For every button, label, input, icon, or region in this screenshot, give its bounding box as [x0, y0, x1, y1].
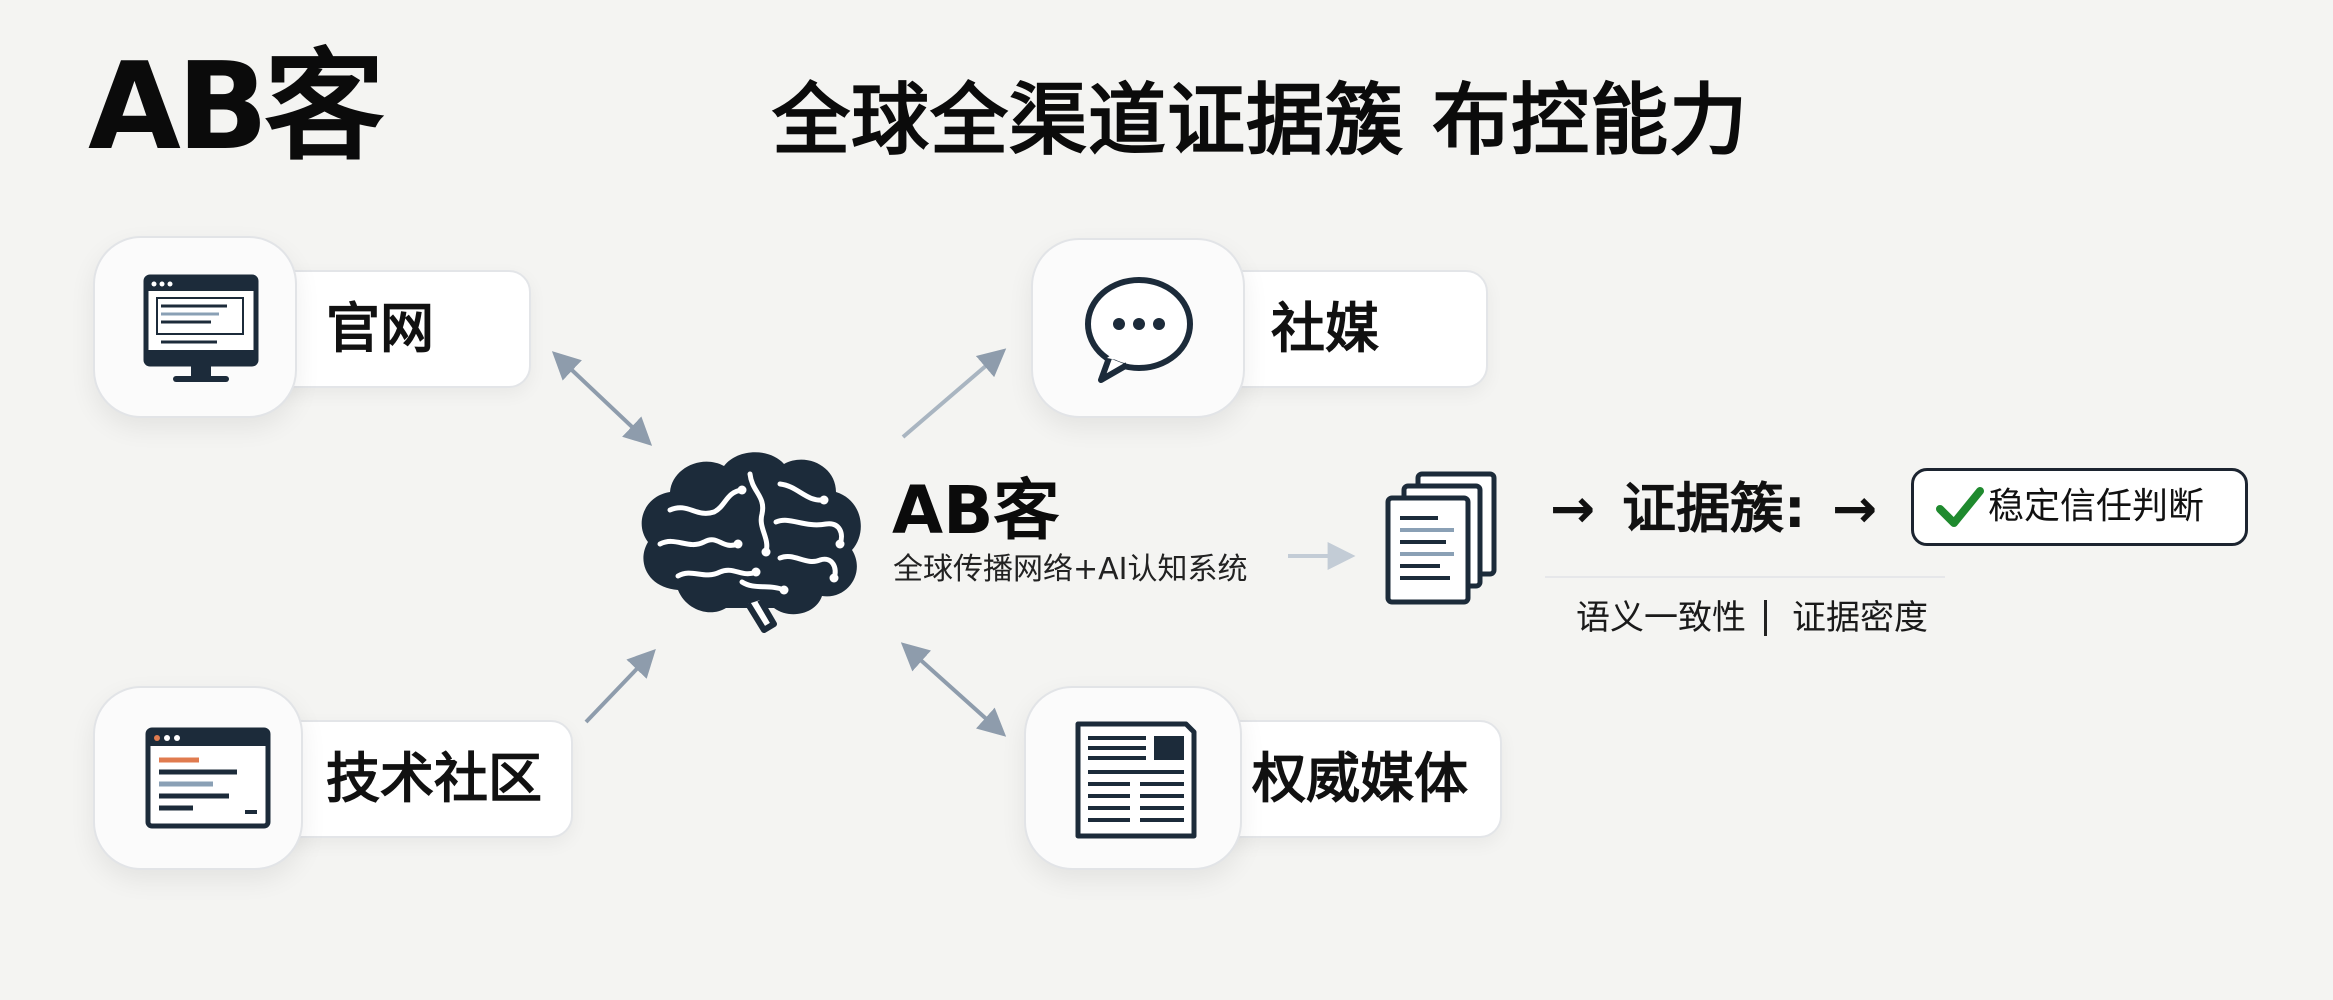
metric-evidence-density: 证据密度 — [1792, 598, 1928, 638]
channel-label-website: 官网 — [326, 297, 434, 360]
metric-separator — [1764, 600, 1767, 636]
hub-subtitle: 全球传播网络+AI认知系统 — [893, 552, 1248, 587]
documents-stack-icon — [1385, 471, 1497, 605]
website-card-icon-box — [93, 236, 297, 418]
hub-title: AB客 — [892, 472, 1060, 549]
metric-semantic-consistency: 语义一致性 — [1576, 598, 1746, 638]
tech-card-icon-box — [93, 686, 303, 870]
media-card-icon-box — [1024, 686, 1242, 870]
metrics-divider — [1545, 576, 1945, 578]
brain-icon — [641, 452, 861, 633]
trust-judgment-label: 稳定信任判断 — [1988, 486, 2205, 527]
arrow-tech-community — [584, 648, 656, 724]
channel-label-authority-media: 权威媒体 — [1252, 747, 1468, 810]
brand-logo: AB客 — [88, 38, 384, 177]
monitor-icon — [143, 274, 259, 382]
code-window-icon — [145, 727, 271, 829]
arrow-to-result: → — [1832, 477, 1878, 540]
chat-bubble-icon — [1085, 277, 1193, 383]
page-title: 全球全渠道证据簇 布控能力 — [772, 76, 1749, 166]
arrow-to-cluster: → — [1550, 477, 1596, 540]
arrow-website — [551, 351, 653, 446]
newspaper-icon — [1075, 721, 1197, 839]
social-card-icon-box — [1031, 238, 1245, 418]
trust-judgment-badge: 稳定信任判断 — [1911, 468, 2248, 546]
arrow-authority-media — [900, 642, 1007, 737]
checkmark-icon — [1936, 487, 1984, 527]
channel-label-tech-community: 技术社区 — [326, 747, 542, 810]
channel-label-social: 社媒 — [1271, 297, 1379, 360]
evidence-cluster-label: 证据簇: — [1622, 477, 1806, 540]
arrow-social — [901, 348, 1007, 439]
